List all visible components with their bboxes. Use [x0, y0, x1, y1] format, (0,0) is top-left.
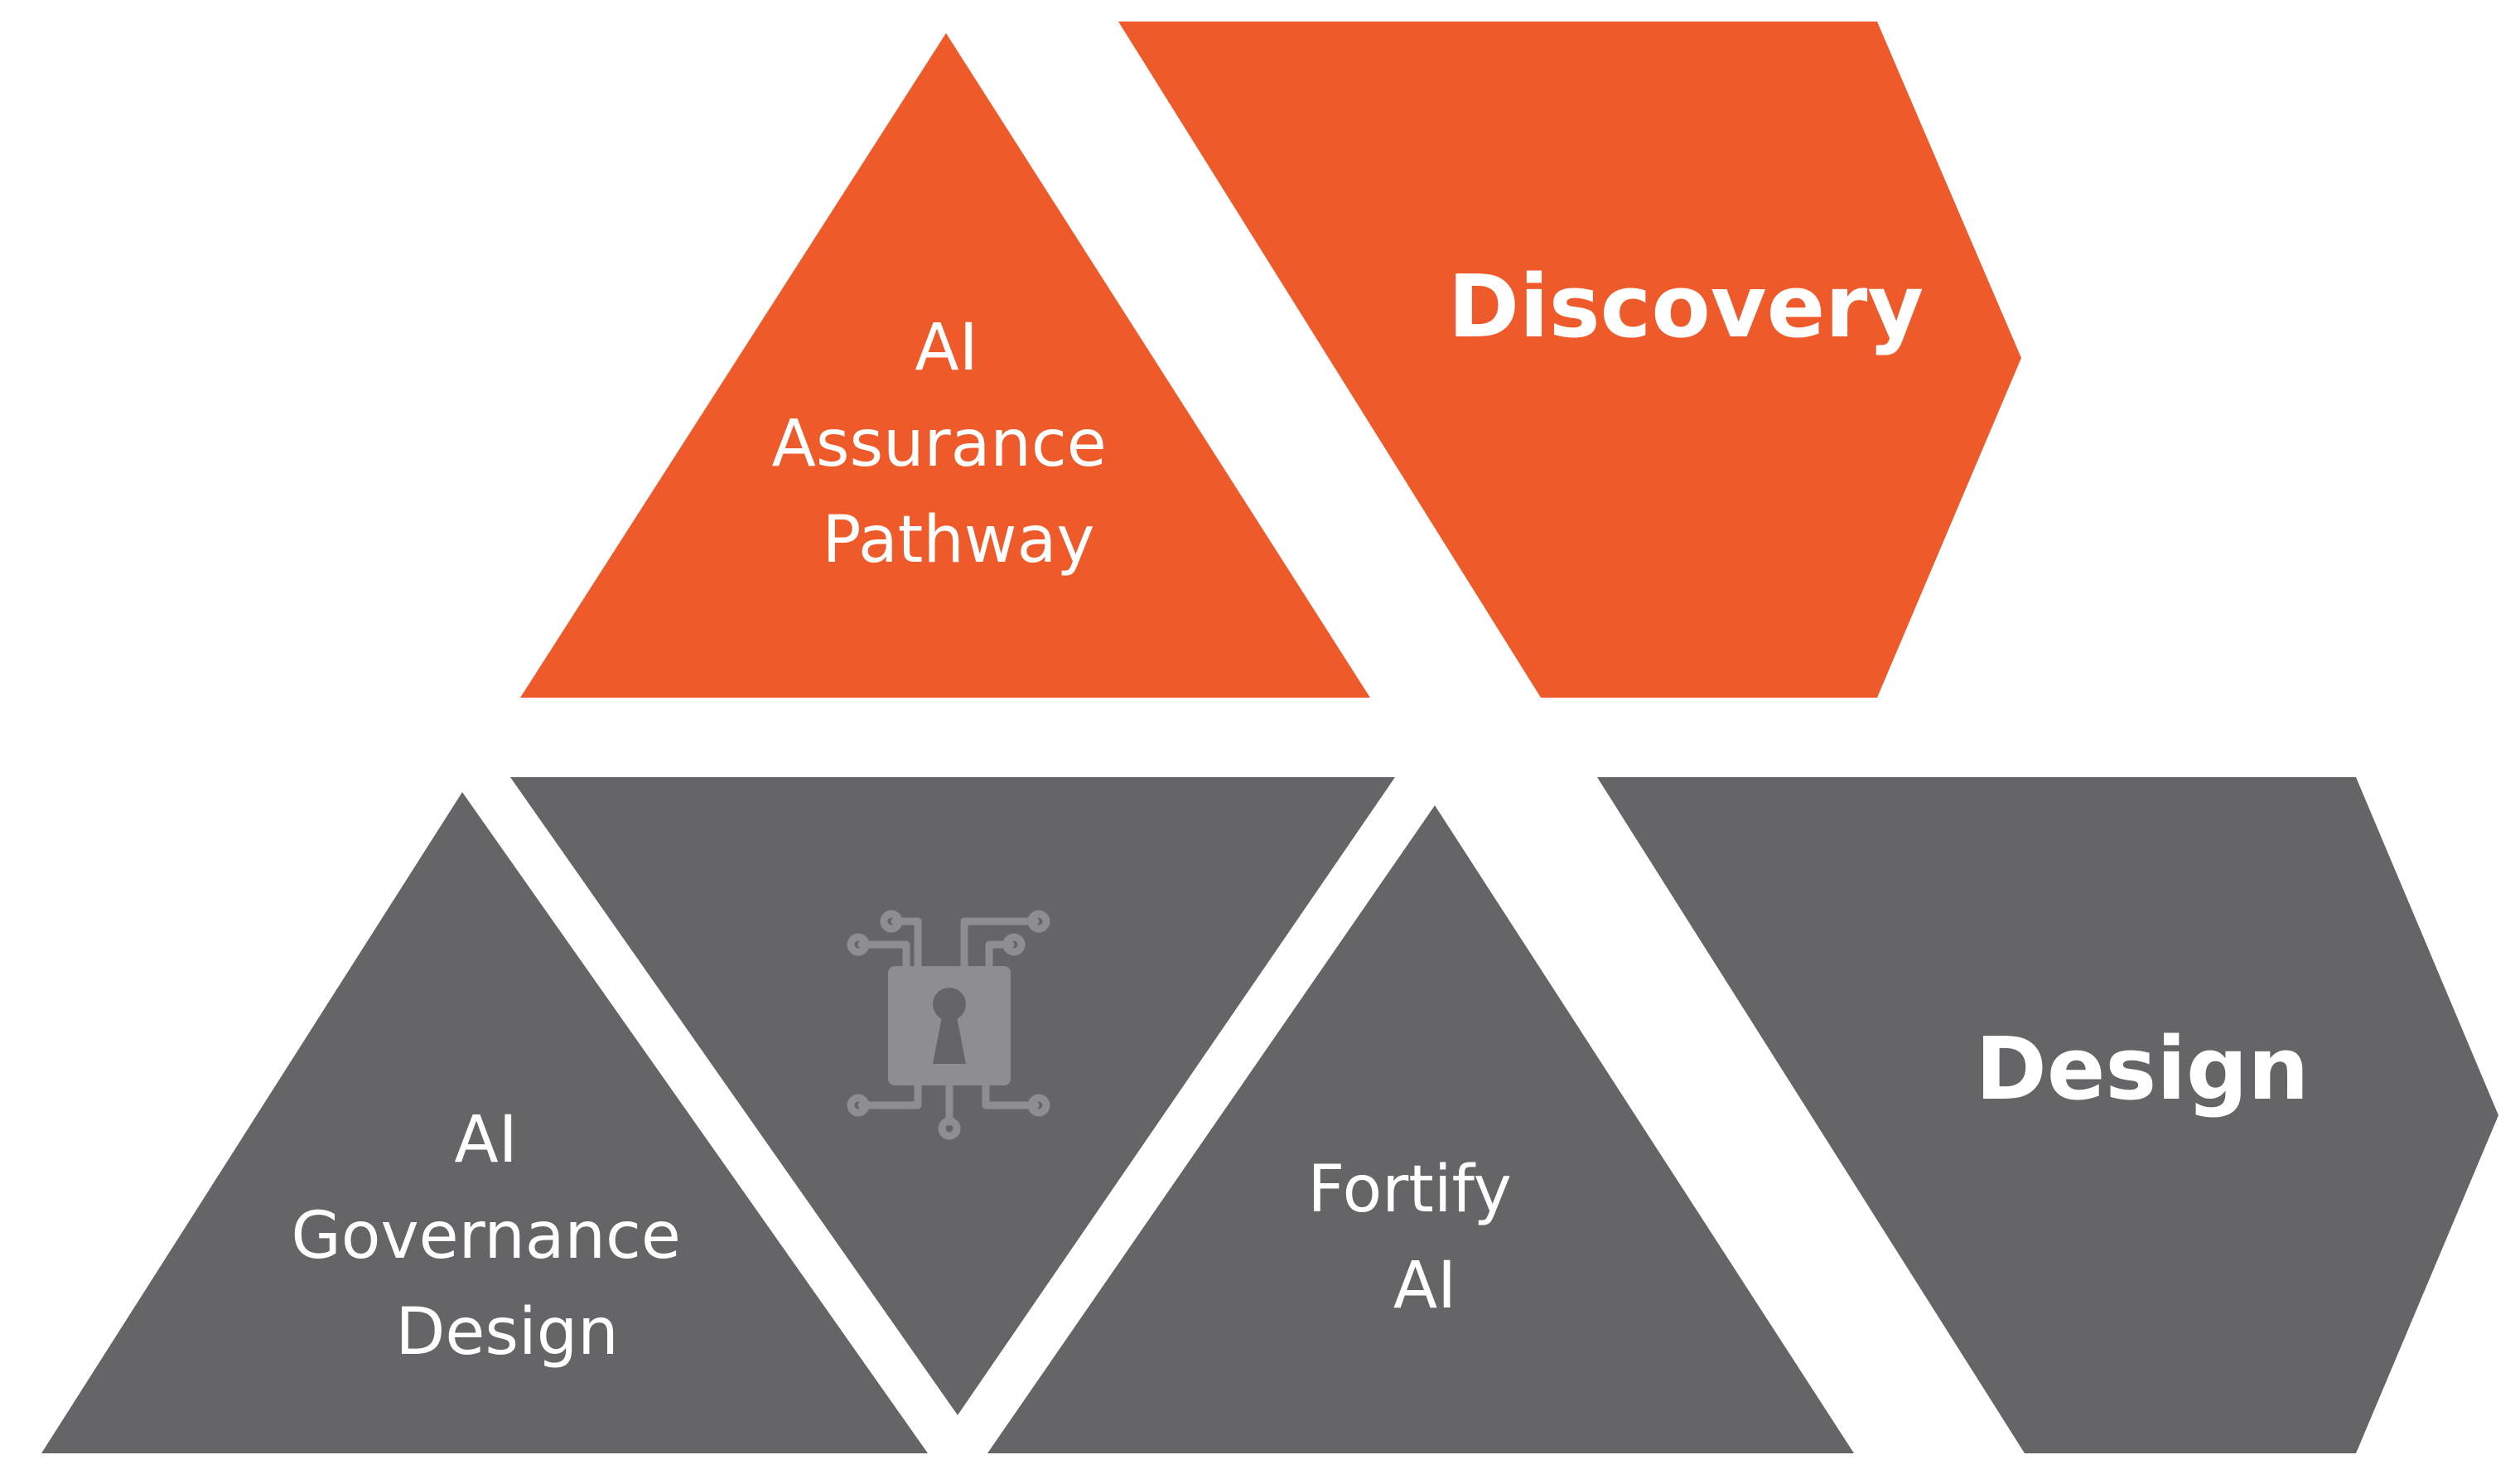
bottom-row: AI Governance Design	[41, 777, 2498, 1453]
triangle-label-line-2: Assurance	[771, 407, 1106, 481]
ai-governance-design-label: AI Governance Design	[291, 1103, 701, 1370]
fortify-ai-label: Fortify AI	[1307, 1153, 1532, 1323]
governance-label-line-1: AI	[454, 1103, 517, 1177]
fortify-ai-triangle	[987, 805, 1854, 1453]
top-row: AI Assurance Pathway Discovery	[520, 22, 2021, 698]
triangle-label-line-1: AI	[915, 311, 978, 385]
fortify-label-line-2: AI	[1393, 1249, 1456, 1323]
discovery-arrow	[1118, 22, 2021, 698]
governance-label-line-2: Governance	[291, 1199, 681, 1274]
ai-assurance-pathway-triangle	[520, 33, 1370, 698]
governance-label-line-3: Design	[395, 1295, 618, 1370]
triangle-label-line-3: Pathway	[822, 503, 1094, 578]
discovery-label: Discovery	[1448, 256, 1924, 357]
design-label: Design	[1976, 1018, 2310, 1119]
circuit-lock-icon	[847, 910, 1050, 1140]
ai-governance-design-triangle	[41, 792, 928, 1453]
ai-assurance-pathway-label: AI Assurance Pathway	[771, 311, 1127, 578]
fortify-label-line-1: Fortify	[1307, 1153, 1511, 1227]
design-arrow	[1597, 777, 2498, 1453]
